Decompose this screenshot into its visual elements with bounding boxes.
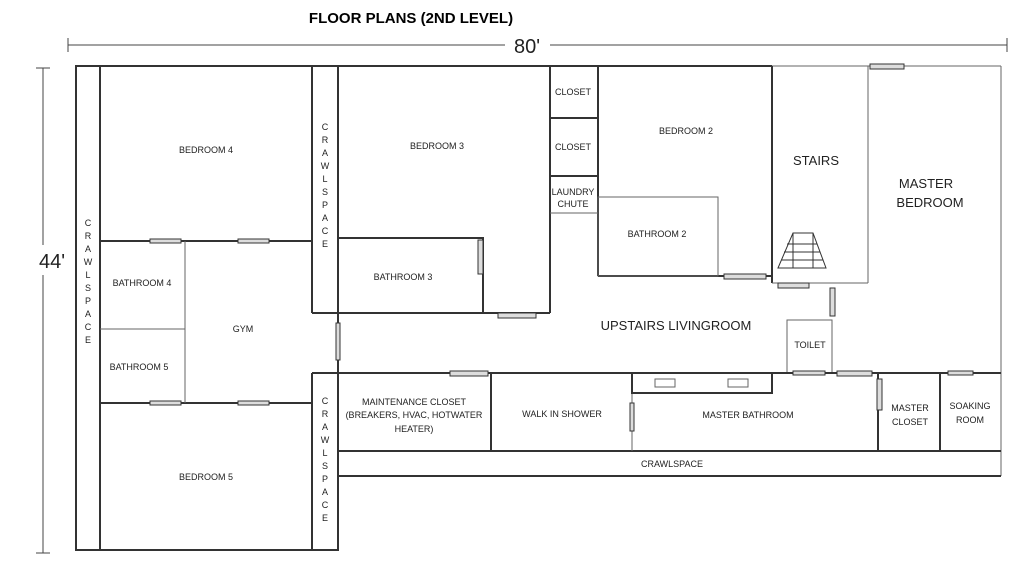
room-walk-in-shower: WALK IN SHOWER <box>522 409 602 419</box>
crawlspace-upper-letter: L <box>322 174 327 184</box>
crawlspace-upper-letter: A <box>322 148 328 158</box>
height-dimension: 44' <box>36 67 65 554</box>
room-closet-2: CLOSET <box>555 142 592 152</box>
room-bathroom-5: BATHROOM 5 <box>110 362 169 372</box>
room-maintenance-closet-line2: (BREAKERS, HVAC, HOTWATER <box>346 410 483 420</box>
room-closet-1: CLOSET <box>555 87 592 97</box>
crawlspace-upper-letter: W <box>321 161 330 171</box>
crawlspace-lower-letter: E <box>322 513 328 523</box>
plan-title: FLOOR PLANS (2ND LEVEL) <box>309 10 513 27</box>
crawlspace-upper-letter: C <box>322 122 329 132</box>
svg-text:44': 44' <box>39 251 65 273</box>
room-laundry-chute: LAUNDRY <box>552 187 595 197</box>
crawlspace-left-letter: L <box>85 270 90 280</box>
crawlspace-left-letter: S <box>85 283 91 293</box>
crawlspace-lower-letter: A <box>322 422 328 432</box>
crawlspace-left-letter: P <box>85 296 91 306</box>
room-upstairs-livingroom: UPSTAIRS LIVINGROOM <box>601 318 752 333</box>
crawlspace-upper-letter: E <box>322 239 328 249</box>
crawlspace-left-letter: E <box>85 335 91 345</box>
room-master-closet: MASTER <box>891 403 929 413</box>
room-laundry-chute-line2: CHUTE <box>558 199 589 209</box>
crawlspace-left-letter: A <box>85 309 91 319</box>
room-bathroom-2: BATHROOM 2 <box>628 229 687 239</box>
room-bedroom-2: BEDROOM 2 <box>659 126 713 136</box>
room-maintenance-closet-line3: HEATER) <box>395 424 434 434</box>
crawlspace-lower-letter: C <box>322 396 329 406</box>
stairs-icon <box>777 232 827 269</box>
room-soaking-room-line2: ROOM <box>956 415 984 425</box>
crawlspace-upper-letter: P <box>322 200 328 210</box>
room-gym: GYM <box>233 324 254 334</box>
room-master-bathroom: MASTER BATHROOM <box>702 410 793 420</box>
room-bedroom-3: BEDROOM 3 <box>410 141 464 151</box>
crawlspace-lower-letter: C <box>322 500 329 510</box>
room-bathroom-4: BATHROOM 4 <box>113 278 172 288</box>
room-bedroom-5: BEDROOM 5 <box>179 472 233 482</box>
room-crawlspace-bottom: CRAWLSPACE <box>641 459 703 469</box>
crawlspace-upper-letter: S <box>322 187 328 197</box>
room-master-bedroom: MASTER <box>899 176 953 191</box>
room-soaking-room: SOAKING <box>949 401 990 411</box>
room-bathroom-3: BATHROOM 3 <box>374 272 433 282</box>
crawlspace-lower-letter: P <box>322 474 328 484</box>
crawlspace-upper-letter: C <box>322 226 329 236</box>
room-labels: BEDROOM 4 BEDROOM 3 BEDROOM 2 BEDROOM 5 … <box>110 87 991 482</box>
crawlspace-left-letter: R <box>85 231 92 241</box>
room-toilet: TOILET <box>794 340 826 350</box>
crawlspace-upper-letter: R <box>322 135 329 145</box>
crawlspace-upper-letter: A <box>322 213 328 223</box>
crawlspace-left-letter: C <box>85 322 92 332</box>
crawlspace-left-letter: C <box>85 218 92 228</box>
crawlspace-left-letter: A <box>85 244 91 254</box>
doors <box>149 63 974 432</box>
width-dimension: 80' <box>67 36 1008 58</box>
crawlspace-left-letter: W <box>84 257 93 267</box>
crawlspace-lower-letter: L <box>322 448 327 458</box>
room-maintenance-closet: MAINTENANCE CLOSET <box>362 397 467 407</box>
crawlspace-lower-letter: A <box>322 487 328 497</box>
room-master-bedroom-line2: BEDROOM <box>896 195 963 210</box>
svg-text:80': 80' <box>514 36 540 58</box>
room-bedroom-4: BEDROOM 4 <box>179 145 233 155</box>
room-stairs: STAIRS <box>793 153 839 168</box>
crawlspace-lower-letter: W <box>321 435 330 445</box>
crawlspace-lower-letter: R <box>322 409 329 419</box>
walls <box>75 65 1002 551</box>
crawlspace-lower-letter: S <box>322 461 328 471</box>
room-master-closet-line2: CLOSET <box>892 417 929 427</box>
